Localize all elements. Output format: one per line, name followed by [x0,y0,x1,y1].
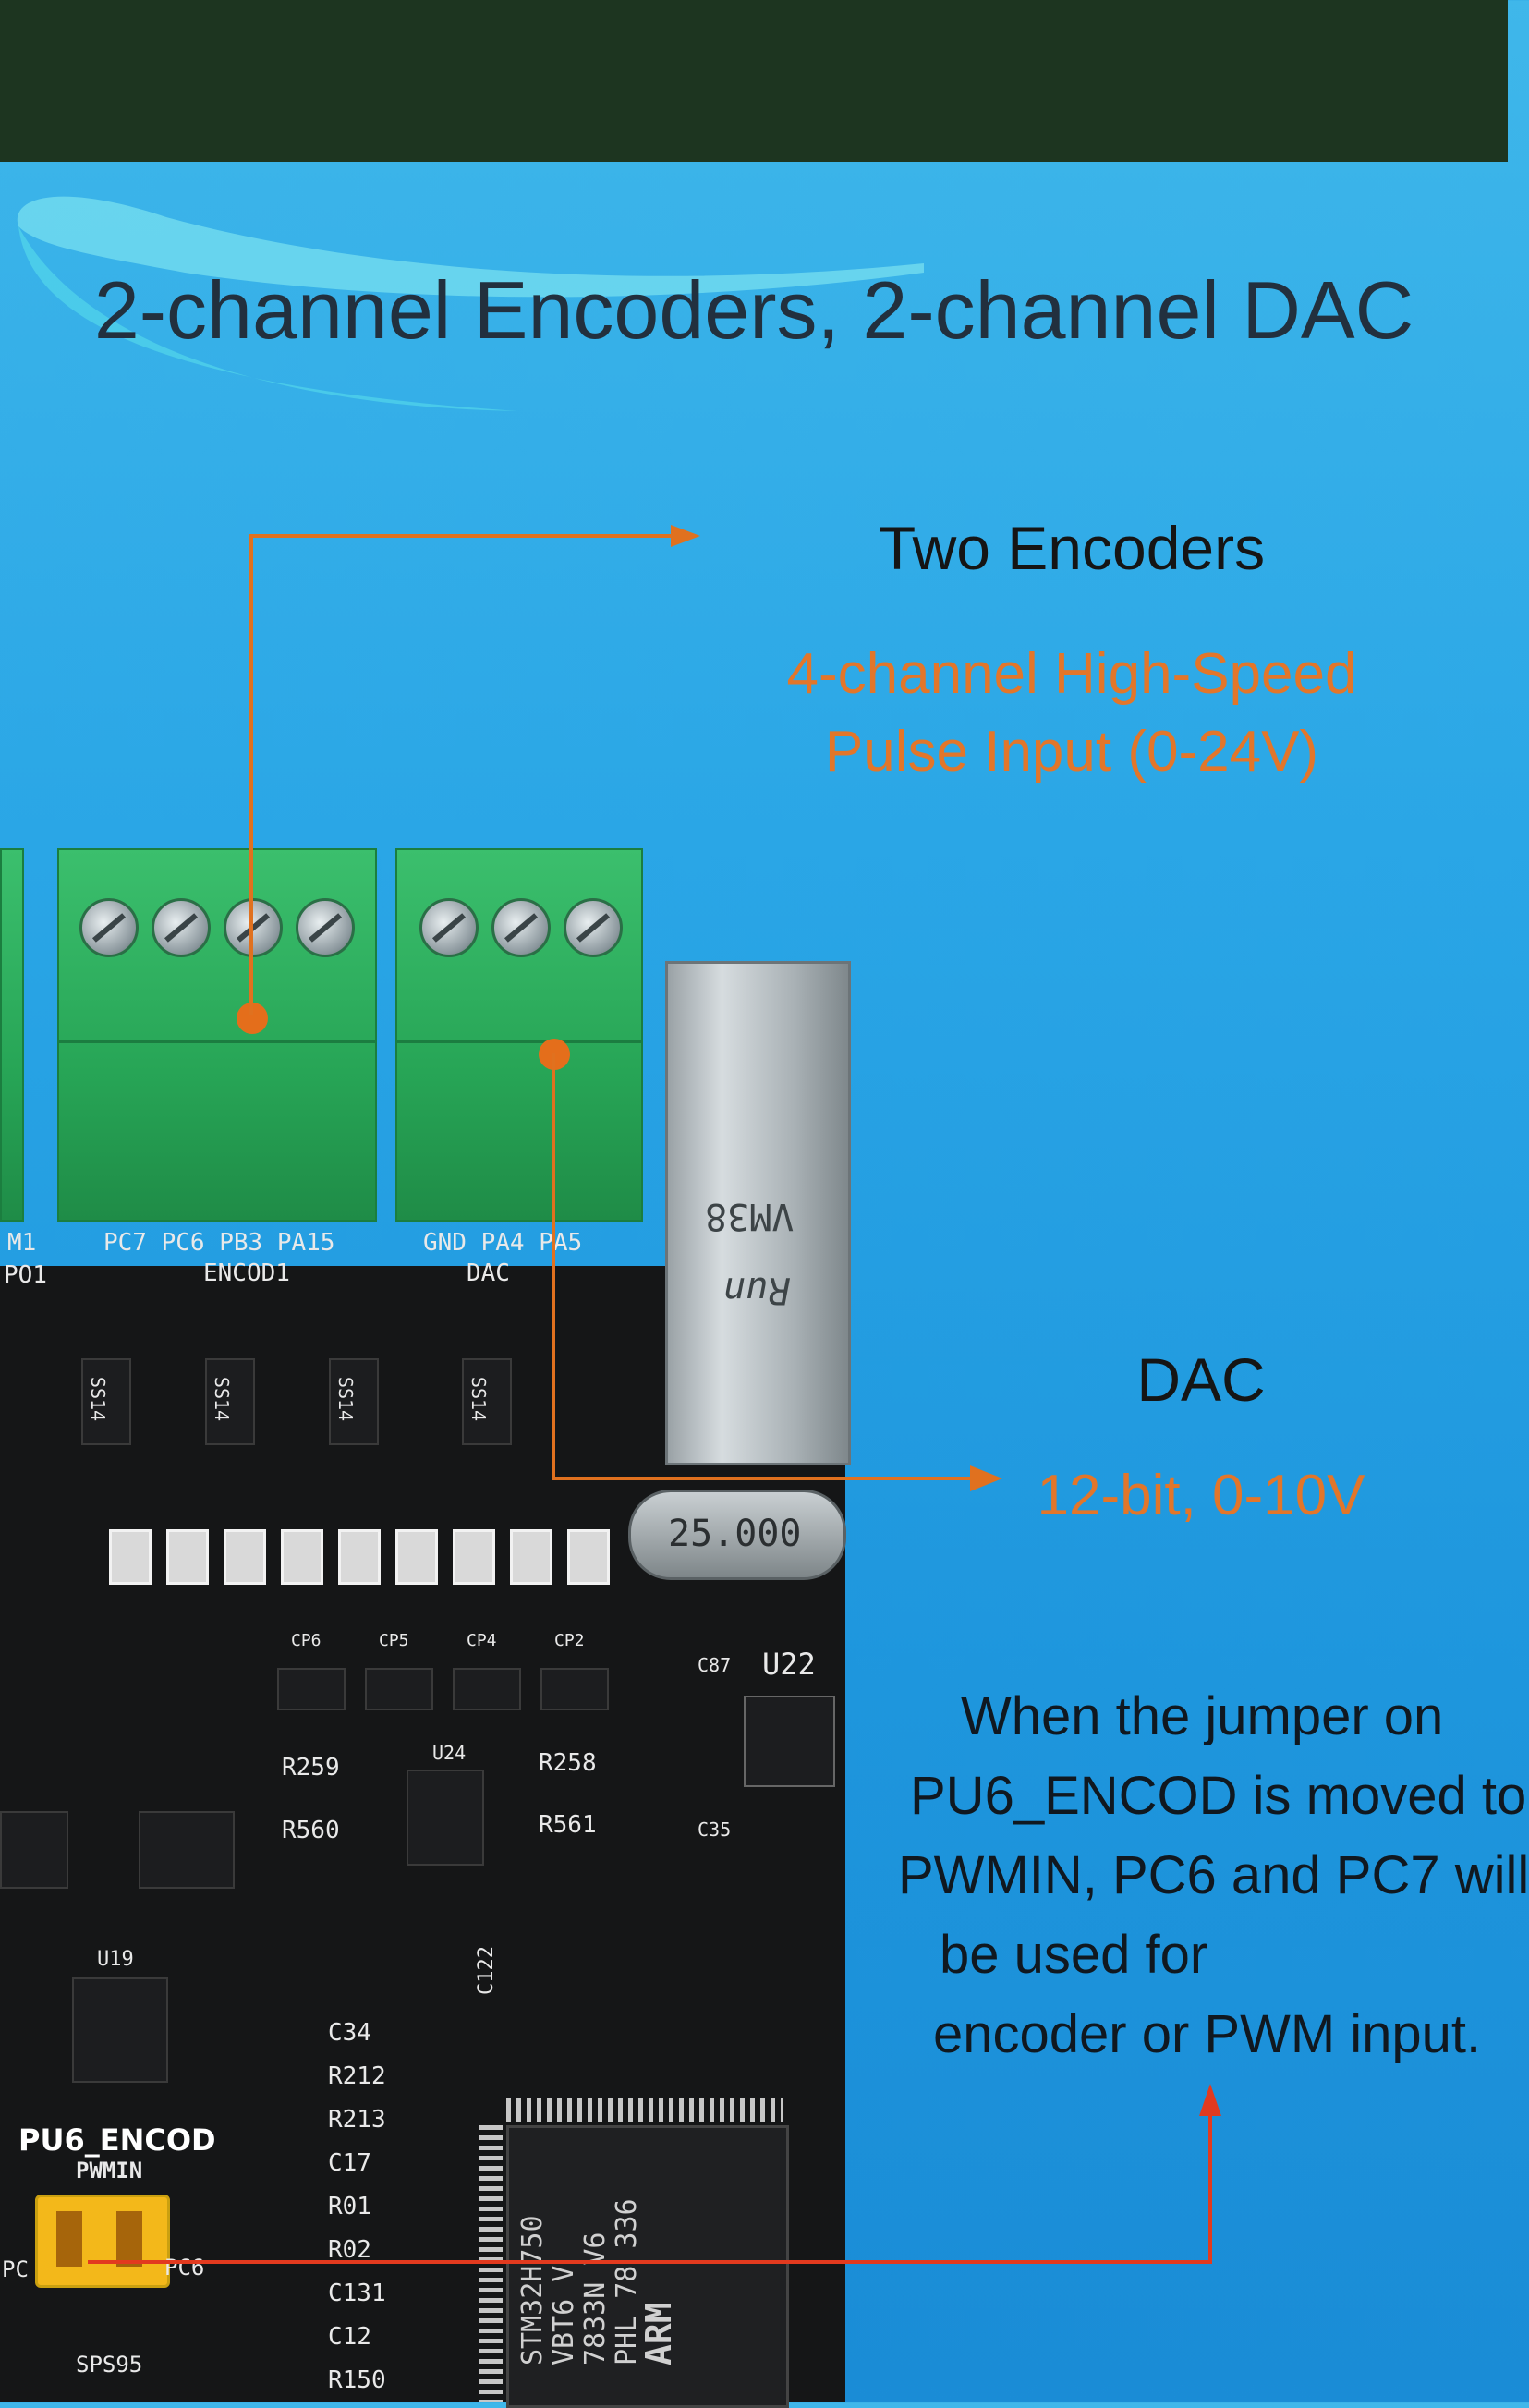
silk-c34: C34 [328,2019,371,2047]
silk-r259: R259 [282,1754,340,1782]
silk-dac-label: DAC [467,1259,510,1287]
silk-c12: C12 [328,2323,371,2351]
screw-icon [564,898,623,957]
mcu-pins-top [506,2098,783,2122]
transistor [453,1668,521,1710]
encod1-terminal-block [57,848,377,1222]
smd-resistor [510,1529,552,1585]
silk-r561: R561 [539,1811,597,1839]
jumper-leader-vertical [1208,2111,1212,2264]
diode-ss14: SS14 [81,1358,131,1445]
jumper-note-line5: encoder or PWM input. [933,2004,1482,2064]
silk-cp2: CP2 [554,1631,585,1650]
jumper-note-line2: PU6_ENCOD is moved to [910,1766,1527,1826]
silk-c87: C87 [698,1654,732,1676]
top-banner-bar [0,0,1508,162]
silk-pwmin: PWMIN [76,2158,143,2183]
smd-resistor [338,1529,381,1585]
smd-resistor [395,1529,438,1585]
ic-u19 [72,1977,168,2083]
screw-icon [491,898,551,957]
smd-resistor [281,1529,323,1585]
silk-c35: C35 [698,1818,732,1841]
silk-encod1-pins: PC7 PC6 PB3 PA15 [103,1229,335,1257]
transistor [365,1668,433,1710]
dac-callout-title: DAC [1136,1345,1266,1414]
silk-pu6-encod: PU6_ENCOD [18,2122,216,2158]
silk-u19: U19 [97,1948,134,1971]
silk-pc: PC [2,2256,29,2282]
dac-leader-horizontal [552,1477,977,1480]
silk-m1: M1 [7,1229,37,1257]
silk-cp6: CP6 [291,1631,322,1650]
jumper-note-line3: PWMIN, PC6 and PC7 will [898,1845,1529,1905]
transistor [540,1668,609,1710]
silk-r212: R212 [328,2062,386,2090]
jumper-note: When the jumper on PU6_ENCOD is moved to… [887,1677,1529,2074]
screw-icon [419,898,479,957]
silk-r01: R01 [328,2193,371,2220]
screw-icon [224,898,283,957]
smd-resistor [453,1529,495,1585]
screw-icon [152,898,211,957]
encoder-leader-vertical [249,534,253,1015]
jumper-leader-horizontal [88,2260,1210,2264]
silk-pc6: PC6 [164,2255,205,2280]
ic-u22 [744,1696,835,1787]
jumper-note-line1: When the jumper on [961,1686,1444,1746]
silk-c122: C122 [474,1946,498,1995]
silk-sps95: SPS95 [76,2352,143,2378]
silk-encod1-label: ENCOD1 [203,1259,290,1287]
silk-r258: R258 [539,1749,597,1777]
diode-ss14: SS14 [462,1358,512,1445]
smd-resistor [567,1529,610,1585]
silk-r150: R150 [328,2366,386,2394]
heading-swoosh-decoration [17,196,924,411]
silk-u24: U24 [432,1742,467,1764]
transistor [277,1668,346,1710]
dac-terminal-block [395,848,643,1222]
page-heading: 2-channel Encoders, 2-channel DAC [93,264,1414,356]
dac-leader-vertical [552,1053,555,1478]
rj45-mark-2: Run [723,1269,791,1311]
mcu-pins-left [479,2125,503,2402]
smd-resistor [166,1529,209,1585]
diode-ss14: SS14 [205,1358,255,1445]
ic-left-2 [139,1811,235,1889]
jumper-icon [35,2195,170,2288]
silk-po1: PO1 [4,1261,47,1289]
smd-resistor [109,1529,152,1585]
rj45-connector: VM38 Run [665,961,851,1465]
silk-r213: R213 [328,2106,386,2134]
encoders-callout-line1: 4-channel High-Speed [786,642,1357,706]
jumper-note-line4: be used for [940,1925,1208,1985]
diode-ss14: SS14 [329,1358,379,1445]
screw-icon [79,898,139,957]
silk-cp4: CP4 [467,1631,497,1650]
silk-dac-pins: GND PA4 PA5 [423,1229,583,1257]
encoder-leader-horizontal [249,534,674,538]
encoders-callout-title: Two Encoders [878,514,1266,582]
silk-r560: R560 [282,1817,340,1844]
dac-callout-spec: 12-bit, 0-10V [1037,1464,1365,1527]
silk-r02: R02 [328,2236,371,2264]
silk-u22: U22 [762,1647,816,1682]
smd-resistor [224,1529,266,1585]
silk-cp5: CP5 [379,1631,409,1650]
encoders-callout-line2: Pulse Input (0-24V) [824,720,1319,784]
rj45-mark-1: VM38 [705,1195,795,1237]
left-partial-terminal-block [0,848,24,1222]
crystal-oscillator: 25.000 [628,1490,846,1580]
ic-left-1 [0,1811,68,1889]
ic-u24 [407,1770,484,1866]
silk-c131: C131 [328,2280,386,2307]
screw-icon [296,898,355,957]
mcu-marking: STM32H750 VBT6 V 7833N V6 PHL 78 336 ARM [516,2198,679,2365]
mcu-chip [506,2125,789,2408]
silk-c17: C17 [328,2149,371,2177]
